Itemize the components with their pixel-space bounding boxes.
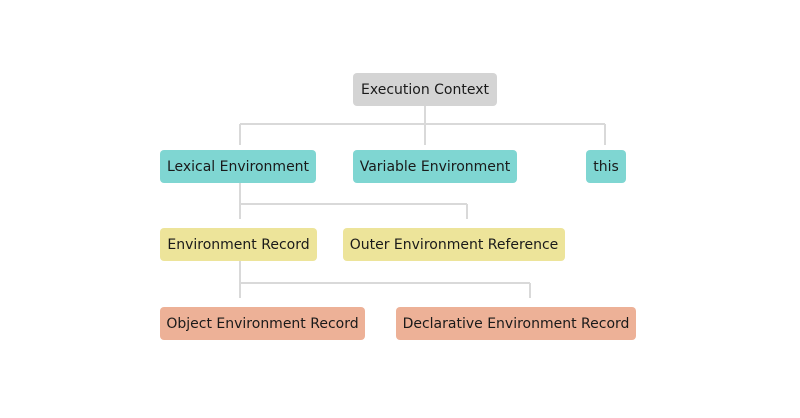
node-object-environment-record: Object Environment Record bbox=[160, 307, 365, 340]
node-execution-context: Execution Context bbox=[353, 73, 497, 106]
node-environment-record: Environment Record bbox=[160, 228, 317, 261]
node-lexical-environment: Lexical Environment bbox=[160, 150, 316, 183]
node-variable-environment: Variable Environment bbox=[353, 150, 517, 183]
node-outer-environment-reference: Outer Environment Reference bbox=[343, 228, 565, 261]
node-this: this bbox=[586, 150, 626, 183]
node-declarative-environment-record: Declarative Environment Record bbox=[396, 307, 636, 340]
